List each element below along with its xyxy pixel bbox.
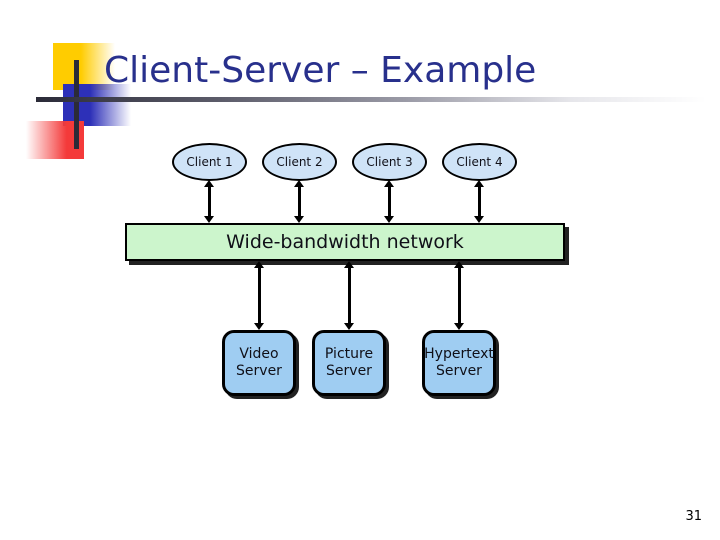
arrow-shaft <box>388 185 391 218</box>
client-node-1[interactable] <box>172 143 247 181</box>
arrow-head-up-icon <box>474 180 484 187</box>
network-bar[interactable] <box>125 223 565 261</box>
server-node-video[interactable] <box>222 330 296 396</box>
title-underline-rule <box>36 97 706 102</box>
page-number: 31 <box>685 509 702 524</box>
client-link-arrow-2 <box>294 180 305 223</box>
client-link-arrow-1 <box>204 180 215 223</box>
arrow-shaft <box>478 185 481 218</box>
arrow-shaft <box>298 185 301 218</box>
client-link-arrow-3 <box>384 180 395 223</box>
client-node-4[interactable] <box>442 143 517 181</box>
deco-yellow-square <box>53 43 115 90</box>
deco-vertical-bar <box>74 60 79 149</box>
arrow-shaft <box>348 266 351 325</box>
server-link-arrow-2 <box>344 261 355 330</box>
page-title: Client-Server – Example <box>104 50 537 91</box>
client-link-arrow-4 <box>474 180 485 223</box>
arrow-head-up-icon <box>294 180 304 187</box>
arrow-shaft <box>208 185 211 218</box>
arrow-head-up-icon <box>254 261 264 268</box>
arrow-shaft <box>258 266 261 325</box>
arrow-head-down-icon <box>204 216 214 223</box>
arrow-head-down-icon <box>474 216 484 223</box>
client-node-2[interactable] <box>262 143 337 181</box>
arrow-head-down-icon <box>254 323 264 330</box>
arrow-head-down-icon <box>454 323 464 330</box>
decorative-corner-motif <box>0 0 200 170</box>
arrow-head-up-icon <box>454 261 464 268</box>
arrow-head-up-icon <box>384 180 394 187</box>
arrow-head-up-icon <box>204 180 214 187</box>
arrow-head-up-icon <box>344 261 354 268</box>
server-node-hypertext[interactable] <box>422 330 496 396</box>
server-link-arrow-1 <box>254 261 265 330</box>
arrow-head-down-icon <box>344 323 354 330</box>
arrow-shaft <box>458 266 461 325</box>
server-link-arrow-3 <box>454 261 465 330</box>
client-node-3[interactable] <box>352 143 427 181</box>
server-node-picture[interactable] <box>312 330 386 396</box>
arrow-head-down-icon <box>384 216 394 223</box>
arrow-head-down-icon <box>294 216 304 223</box>
